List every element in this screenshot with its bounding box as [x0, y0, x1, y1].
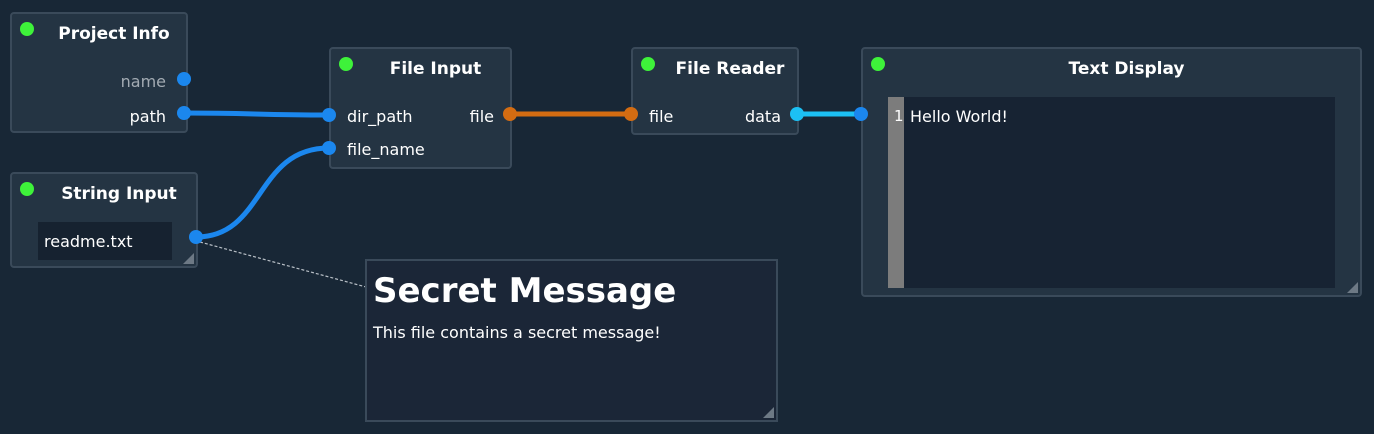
port-label-file-input: file [649, 107, 674, 126]
status-dot [20, 182, 34, 196]
note-anchor-line [199, 241, 367, 288]
node-title: Text Display [1068, 59, 1185, 79]
port-label-name: name [120, 72, 166, 91]
line-gutter [888, 97, 904, 288]
node-title: File Input [389, 59, 482, 79]
port-input-text[interactable] [854, 107, 868, 121]
string-input-node[interactable]: String Input [10, 172, 198, 268]
text-display-node[interactable]: Text Display 1 Hello World! [861, 47, 1362, 297]
resize-handle[interactable] [183, 253, 194, 264]
port-label-file-name: file_name [347, 140, 425, 159]
text-editor[interactable]: 1 Hello World! [888, 97, 1335, 288]
wire-string-to-file-name [195, 145, 330, 240]
note-card[interactable]: Secret Message This file contains a secr… [365, 259, 778, 422]
note-title: Secret Message [373, 271, 677, 311]
node-title: Project Info [58, 24, 170, 44]
wire-path-to-dir-path [183, 110, 330, 118]
port-label-file-output: file [469, 107, 494, 126]
port-label-dir-path: dir_path [347, 107, 413, 126]
string-value-input[interactable] [38, 222, 172, 260]
port-input-dir-path[interactable] [322, 108, 336, 122]
node-title: File Reader [675, 59, 785, 79]
port-output-data[interactable] [790, 107, 804, 121]
text-content: Hello World! [910, 107, 1008, 126]
line-number: 1 [894, 107, 904, 125]
status-dot [641, 57, 655, 71]
project-info-node[interactable]: Project Info name path [10, 12, 188, 133]
resize-handle[interactable] [1347, 282, 1358, 293]
port-input-file-name[interactable] [322, 141, 336, 155]
port-output-name[interactable] [177, 72, 191, 86]
port-label-path: path [129, 107, 166, 126]
port-output-path[interactable] [177, 106, 191, 120]
note-body: This file contains a secret message! [373, 323, 661, 342]
port-label-data: data [744, 107, 781, 126]
status-dot [339, 57, 353, 71]
file-reader-node[interactable]: File Reader file data [631, 47, 799, 135]
port-output-file[interactable] [503, 107, 517, 121]
file-input-node[interactable]: File Input dir_path file file_name [329, 47, 512, 169]
resize-handle[interactable] [763, 407, 774, 418]
port-input-file[interactable] [624, 107, 638, 121]
status-dot [20, 22, 34, 36]
node-title: String Input [61, 184, 177, 204]
port-output-string[interactable] [189, 230, 203, 244]
status-dot [871, 57, 885, 71]
